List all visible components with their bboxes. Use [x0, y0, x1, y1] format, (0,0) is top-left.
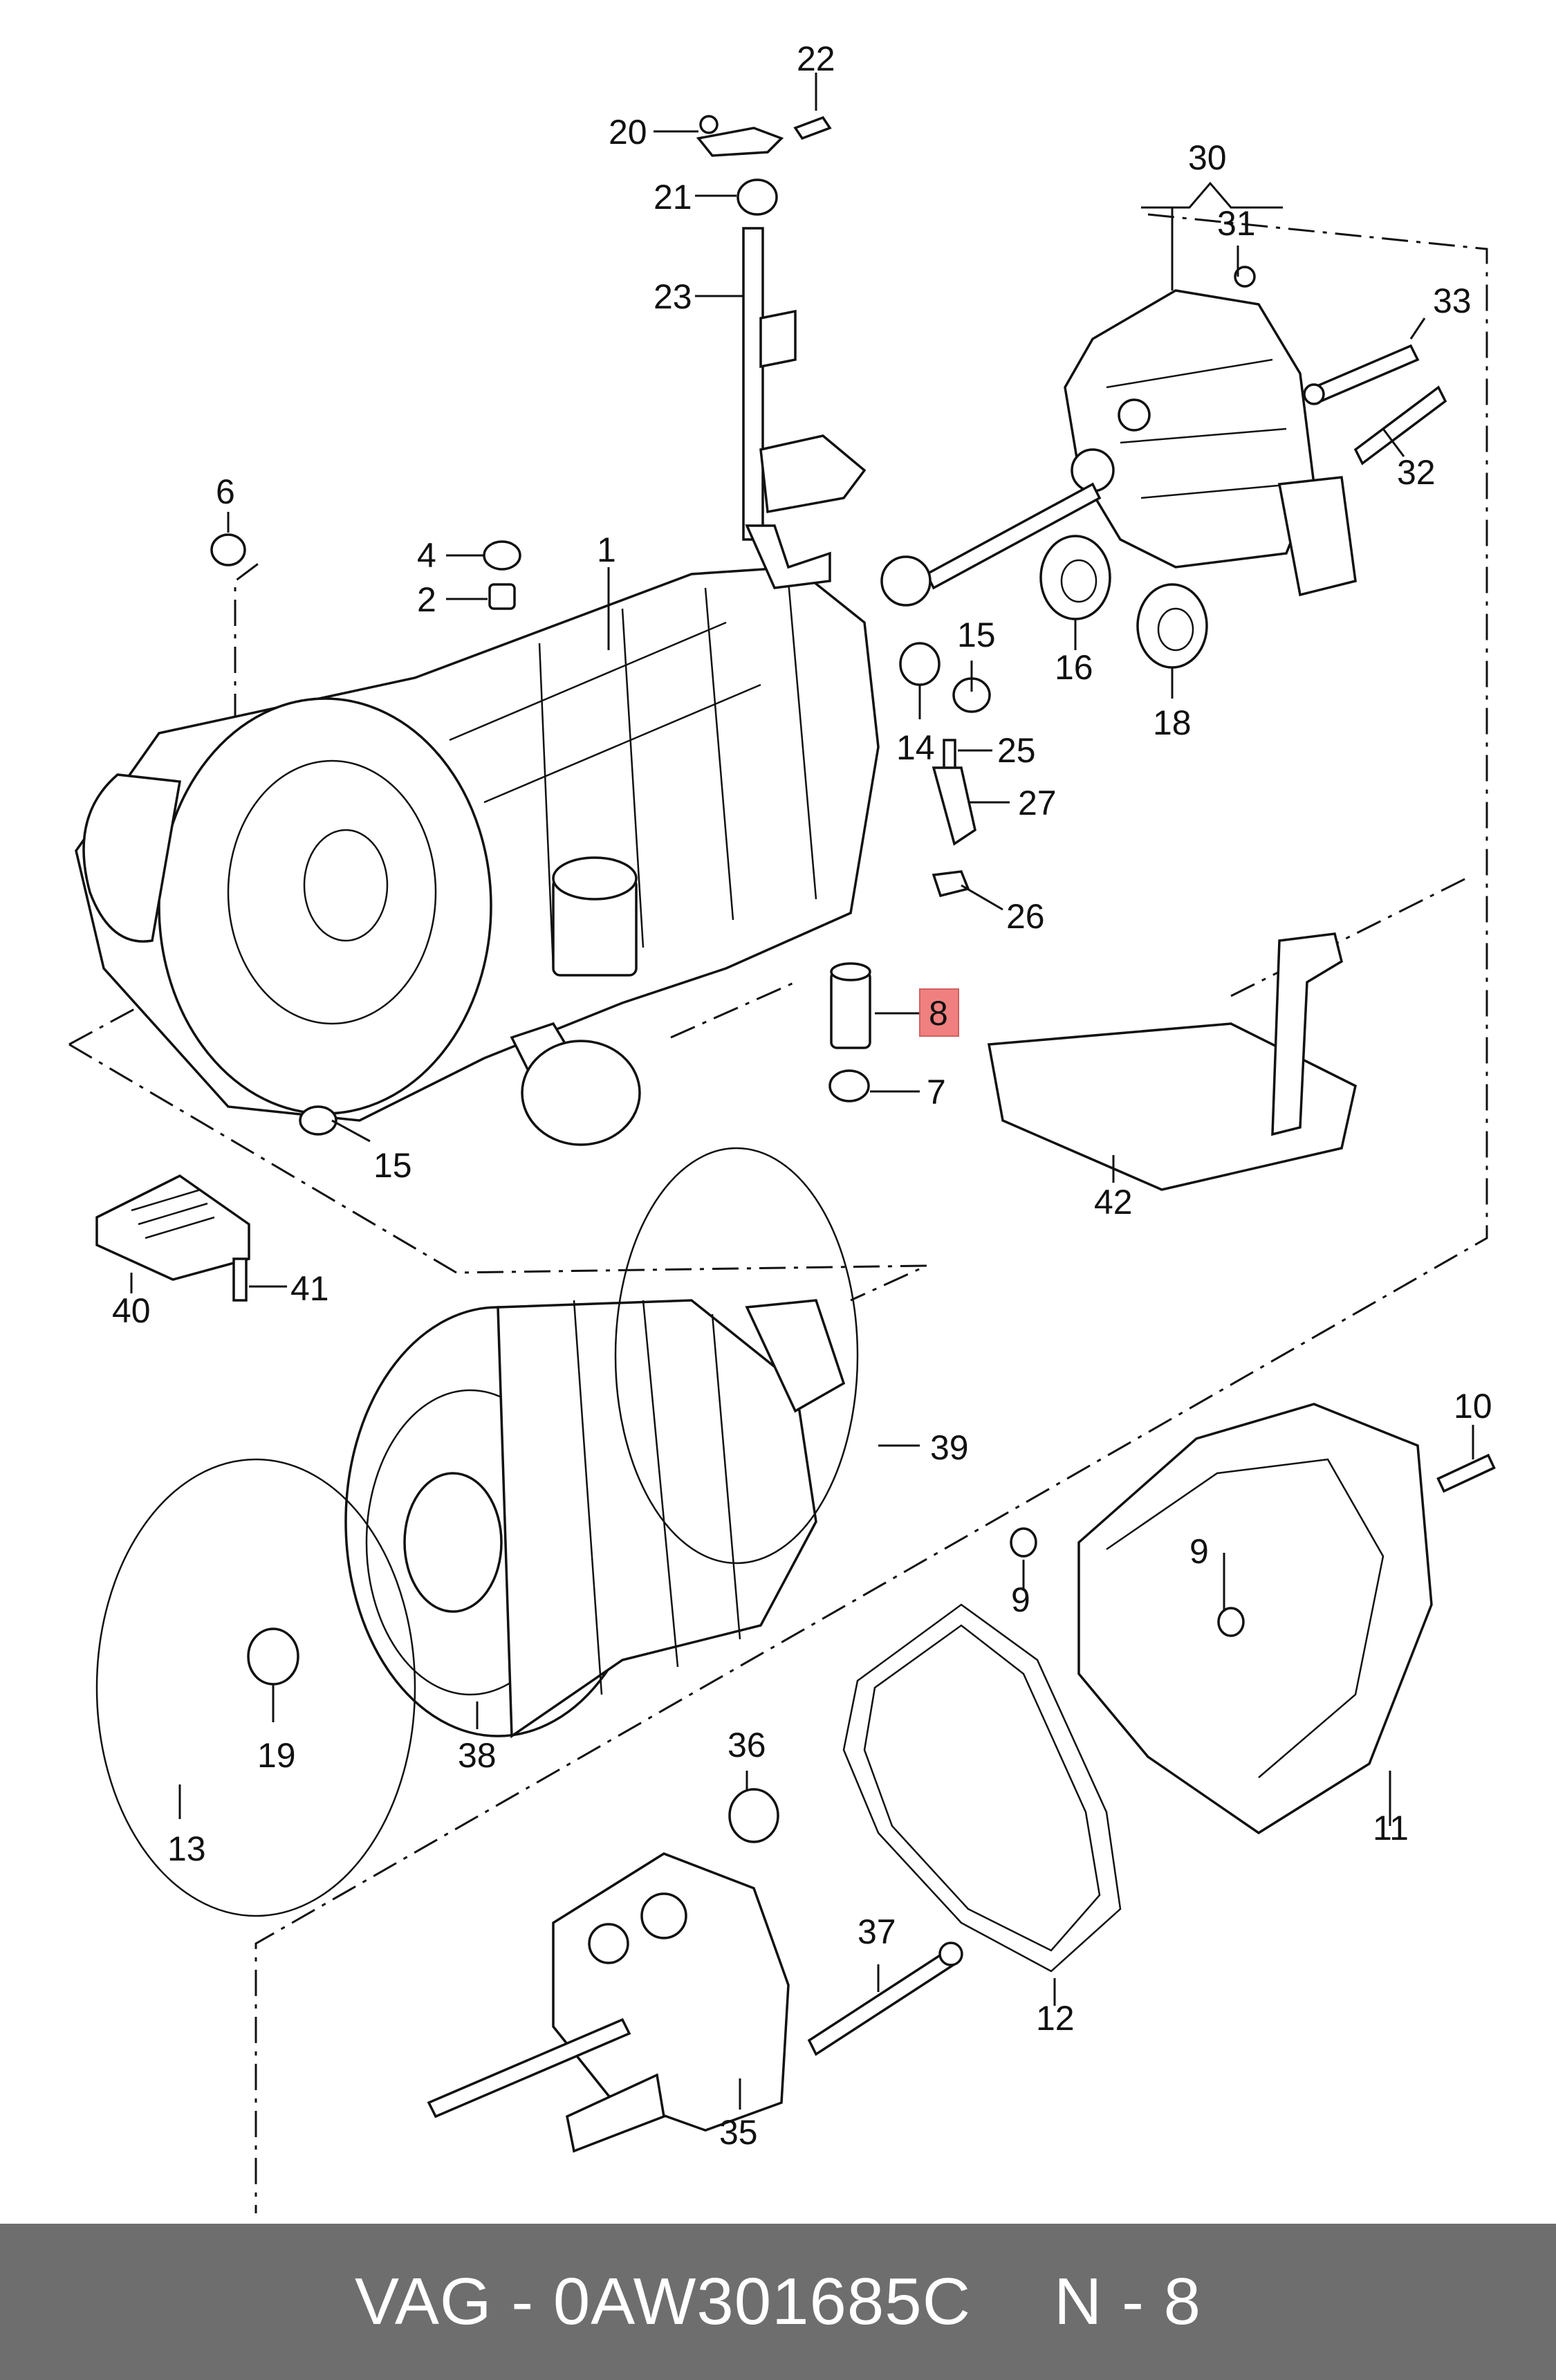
callout-8-highlight: 8	[919, 988, 959, 1037]
callout-42: 42	[1094, 1183, 1133, 1221]
callout-18: 18	[1153, 703, 1192, 742]
callout-37: 37	[858, 1912, 896, 1951]
exploded-transmission-diagram: 1 2 4 6 7 8 9 9 10 11 12 13 14 15 15 16 …	[68, 39, 1496, 2213]
callout-25: 25	[997, 731, 1036, 770]
callout-21: 21	[654, 178, 692, 216]
callout-4: 4	[417, 536, 436, 575]
callout-labels: 1 2 4 6 7 8 9 9 10 11 12 13 14 15 15 16 …	[112, 39, 1492, 2152]
callout-35: 35	[719, 2113, 758, 2152]
callout-20: 20	[609, 113, 647, 151]
callout-10: 10	[1454, 1387, 1492, 1426]
callout-30: 30	[1188, 138, 1227, 177]
brand-label: VAG	[354, 2264, 492, 2339]
valve-body	[880, 266, 1447, 607]
callout-16: 16	[1055, 648, 1093, 687]
sleeve-part-8	[828, 962, 871, 1103]
part-number: 0AW301685C	[553, 2264, 972, 2339]
gearbox-cover	[842, 1403, 1496, 1973]
leader-lines	[130, 73, 1474, 2110]
callout-15-a: 15	[957, 616, 996, 654]
oil-filter	[987, 932, 1358, 1191]
position-number: 8	[1163, 2264, 1202, 2339]
callout-22: 22	[797, 39, 835, 78]
brand-separator: -	[511, 2264, 535, 2339]
callout-7: 7	[927, 1073, 946, 1111]
callout-6: 6	[216, 472, 235, 511]
callout-9-a: 9	[1011, 1580, 1030, 1619]
position-prefix: N	[1054, 2264, 1103, 2339]
callout-33: 33	[1433, 282, 1472, 320]
callout-38: 38	[458, 1736, 497, 1775]
callout-39: 39	[930, 1428, 969, 1467]
callout-32: 32	[1397, 453, 1436, 492]
small-components	[210, 533, 1208, 1136]
part-info-footer: VAG - 0AW301685C N - 8	[0, 2224, 1556, 2380]
callout-2: 2	[417, 580, 436, 619]
callout-14: 14	[896, 728, 935, 767]
callout-15-b: 15	[373, 1146, 412, 1185]
torque-converter	[95, 1147, 859, 1917]
transmission-housing	[75, 566, 880, 1146]
callout-31: 31	[1217, 204, 1256, 243]
callout-26: 26	[1006, 897, 1045, 936]
callout-9-b: 9	[1189, 1532, 1209, 1571]
callout-41: 41	[290, 1269, 329, 1308]
position-separator: -	[1122, 2264, 1145, 2339]
callout-40: 40	[112, 1291, 151, 1330]
callout-13: 13	[167, 1829, 206, 1868]
selector-shaft-assembly	[696, 115, 867, 589]
callout-8: 8	[929, 994, 948, 1033]
callout-1: 1	[597, 531, 616, 569]
callout-23: 23	[654, 277, 692, 316]
callout-19: 19	[257, 1736, 296, 1775]
callout-11: 11	[1373, 1809, 1409, 1847]
oil-pump-assembly	[427, 1788, 963, 2153]
callout-36: 36	[728, 1726, 766, 1764]
callout-12: 12	[1036, 1999, 1075, 2038]
cover-plate	[95, 1174, 250, 1302]
callout-27: 27	[1018, 784, 1057, 822]
